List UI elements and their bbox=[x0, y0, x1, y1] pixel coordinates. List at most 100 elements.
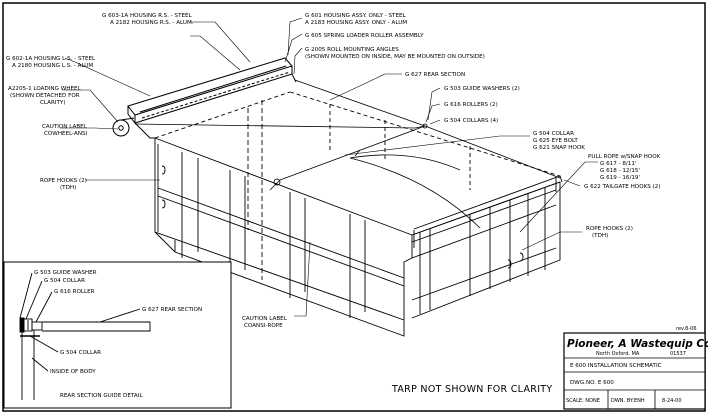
svg-text:G 605 SPRING LOADER ROLLER ASS: G 605 SPRING LOADER ROLLER ASSEMBLY bbox=[305, 33, 424, 39]
company-location: North Oxford, MA bbox=[596, 351, 640, 357]
svg-text:G 504 COLLAR: G 504 COLLAR bbox=[44, 278, 85, 284]
label-housing-rs-line1: G 603-1A HOUSING R.S. - STEEL bbox=[102, 13, 193, 19]
label-roll-angles-line1: G 2005 ROLL MOUNTING ANGLES bbox=[305, 47, 399, 53]
label-rollers: G 616 ROLLERS (2) bbox=[444, 102, 498, 108]
leader-lines bbox=[60, 17, 598, 317]
label-housing-ls-line1: G 602-1A HOUSING L.S. - STEEL bbox=[6, 56, 96, 62]
detail-rear-section: G 627 REAR SECTION bbox=[142, 307, 202, 313]
svg-text:G 504 COLLAR: G 504 COLLAR bbox=[533, 131, 574, 137]
svg-text:G 503 GUIDE WASHER: G 503 GUIDE WASHER bbox=[34, 270, 97, 276]
svg-text:PULL ROPE w/SNAP HOOK: PULL ROPE w/SNAP HOOK bbox=[588, 154, 661, 160]
drawing-date: 8-24-00 bbox=[662, 398, 682, 404]
label-spring-roller: G 605 SPRING LOADER ROLLER ASSEMBLY bbox=[305, 33, 424, 39]
label-pull-rope-line2: G 617 - 8/11' bbox=[600, 161, 636, 167]
svg-text:G 504 COLLAR: G 504 COLLAR bbox=[60, 350, 101, 356]
label-housing-ls-line2: A 2180 HOUSING L.S. - ALUM bbox=[12, 63, 93, 69]
svg-text:G 601 HOUSING ASSY. ONLY - STE: G 601 HOUSING ASSY. ONLY - STEEL bbox=[305, 13, 407, 19]
svg-text:Pioneer, A Wastequip Co.: Pioneer, A Wastequip Co. bbox=[567, 338, 708, 350]
dump-body bbox=[154, 91, 563, 337]
title-block: Pioneer, A Wastequip Co. North Oxford, M… bbox=[563, 332, 708, 410]
svg-text:G 627 REAR SECTION: G 627 REAR SECTION bbox=[405, 72, 465, 78]
label-revision: rev.8-06 bbox=[676, 326, 697, 332]
drawing-number: DWG.NO. E 600 bbox=[570, 380, 614, 386]
label-rope-hooks-right-line1: ROPE HOOKS (2) bbox=[586, 226, 633, 232]
label-pull-rope-line1: PULL ROPE w/SNAP HOOK bbox=[588, 154, 661, 160]
svg-text:ROPE HOOKS (2): ROPE HOOKS (2) bbox=[586, 226, 633, 232]
svg-text:TARP NOT SHOWN FOR CLARITY: TARP NOT SHOWN FOR CLARITY bbox=[391, 384, 553, 395]
svg-text:A 2180 HOUSING L.S. - ALUM: A 2180 HOUSING L.S. - ALUM bbox=[12, 63, 93, 69]
svg-text:G 2005 ROLL MOUNTING ANGLES: G 2005 ROLL MOUNTING ANGLES bbox=[305, 47, 399, 53]
svg-text:CAUTION LABEL: CAUTION LABEL bbox=[242, 316, 288, 322]
svg-text:G 625 EYE BOLT: G 625 EYE BOLT bbox=[533, 138, 578, 144]
detail-title: REAR SECTION GUIDE DETAIL bbox=[60, 393, 143, 399]
label-pull-rope-line3: G 618 - 12/15' bbox=[600, 168, 640, 174]
label-caution-cowheel-line1: CAUTION LABEL bbox=[42, 124, 88, 130]
detail-inside-body: INSIDE OF BODY bbox=[50, 369, 96, 375]
svg-text:G 603-1A HOUSING R.S. - STEEL: G 603-1A HOUSING R.S. - STEEL bbox=[102, 13, 193, 19]
label-housing-assy-line1: G 601 HOUSING ASSY. ONLY - STEEL bbox=[305, 13, 407, 19]
label-collar: G 504 COLLAR bbox=[533, 131, 574, 137]
svg-text:G 616 ROLLER: G 616 ROLLER bbox=[54, 289, 95, 295]
svg-text:A 2182 HOUSING R.S. - ALUM.: A 2182 HOUSING R.S. - ALUM. bbox=[110, 20, 194, 26]
svg-text:REAR SECTION GUIDE DETAIL: REAR SECTION GUIDE DETAIL bbox=[60, 393, 143, 399]
detail-roller: G 616 ROLLER bbox=[54, 289, 95, 295]
detail-guide-washer: G 503 GUIDE WASHER bbox=[34, 270, 97, 276]
svg-text:G 616 ROLLERS (2): G 616 ROLLERS (2) bbox=[444, 102, 498, 108]
svg-text:(SHOWN DETACHED FOR: (SHOWN DETACHED FOR bbox=[10, 93, 80, 99]
svg-text:(TDH): (TDH) bbox=[60, 185, 76, 191]
company-zip: 01537 bbox=[670, 351, 686, 357]
label-guide-washers: G 503 GUIDE WASHERS (2) bbox=[444, 86, 520, 92]
tarp-note: TARP NOT SHOWN FOR CLARITY bbox=[391, 384, 553, 395]
svg-text:ROPE HOOKS (2): ROPE HOOKS (2) bbox=[40, 178, 87, 184]
svg-text:INSIDE OF BODY: INSIDE OF BODY bbox=[50, 369, 96, 375]
label-rope-hooks-left-line1: ROPE HOOKS (2) bbox=[40, 178, 87, 184]
svg-text:01537: 01537 bbox=[670, 351, 686, 357]
label-housing-assy-line2: A 2183 HOUSING ASSY. ONLY - ALUM bbox=[305, 20, 407, 26]
svg-text:COANSI-ROPE: COANSI-ROPE bbox=[244, 323, 283, 329]
svg-text:A 2183 HOUSING ASSY. ONLY - AL: A 2183 HOUSING ASSY. ONLY - ALUM bbox=[305, 20, 407, 26]
label-pull-rope-line4: G 619 - 16/19' bbox=[600, 175, 640, 181]
drawing-scale: SCALE: NONE bbox=[566, 398, 600, 404]
rear-section-guide-detail: G 503 GUIDE WASHER G 504 COLLAR G 616 RO… bbox=[3, 261, 232, 409]
svg-text:G 618 - 12/15': G 618 - 12/15' bbox=[600, 168, 640, 174]
svg-text:G 627 REAR SECTION: G 627 REAR SECTION bbox=[142, 307, 202, 313]
svg-text:CLARITY): CLARITY) bbox=[40, 100, 66, 106]
label-tailgate-hooks: G 622 TAILGATE HOOKS (2) bbox=[584, 184, 661, 190]
svg-text:A2205-1 LOADING WHEEL: A2205-1 LOADING WHEEL bbox=[8, 86, 82, 92]
svg-text:North Oxford, MA: North Oxford, MA bbox=[596, 351, 640, 357]
svg-text:G 621 SNAP HOOK: G 621 SNAP HOOK bbox=[533, 145, 585, 151]
svg-text:G 622 TAILGATE HOOKS (2): G 622 TAILGATE HOOKS (2) bbox=[584, 184, 661, 190]
company-name: Pioneer, A Wastequip Co. bbox=[567, 338, 708, 350]
label-rope-hooks-right-line2: (TDH) bbox=[592, 233, 608, 239]
svg-text:SCALE: NONE: SCALE: NONE bbox=[566, 398, 600, 404]
svg-text:COWHEEL-ANSI: COWHEEL-ANSI bbox=[44, 131, 88, 137]
label-caution-coansi-line1: CAUTION LABEL bbox=[242, 316, 288, 322]
label-collars: G 504 COLLARS (4) bbox=[444, 118, 498, 124]
label-loading-wheel-line2: (SHOWN DETACHED FOR bbox=[10, 93, 80, 99]
drawn-by: DWN. BY:ENH bbox=[611, 398, 645, 404]
svg-text:G 619 - 16/19': G 619 - 16/19' bbox=[600, 175, 640, 181]
svg-text:E 600 INSTALLATION SCHEMATIC: E 600 INSTALLATION SCHEMATIC bbox=[570, 363, 662, 369]
label-loading-wheel-line1: A2205-1 LOADING WHEEL bbox=[8, 86, 82, 92]
svg-text:G 617 - 8/11': G 617 - 8/11' bbox=[600, 161, 636, 167]
svg-text:8-24-00: 8-24-00 bbox=[662, 398, 682, 404]
svg-text:G 504 COLLARS (4): G 504 COLLARS (4) bbox=[444, 118, 498, 124]
svg-text:rev.8-06: rev.8-06 bbox=[676, 326, 697, 332]
label-rope-hooks-left-line2: (TDH) bbox=[60, 185, 76, 191]
label-caution-coansi-line2: COANSI-ROPE bbox=[244, 323, 283, 329]
rear-section-frame bbox=[134, 79, 561, 229]
callout-labels: G 603-1A HOUSING R.S. - STEEL A 2182 HOU… bbox=[6, 13, 697, 395]
svg-text:CAUTION LABEL: CAUTION LABEL bbox=[42, 124, 88, 130]
label-roll-angles-line2: (SHOWN MOUNTED ON INSIDE, MAY BE MOUNTED… bbox=[305, 54, 485, 60]
drawing-title: E 600 INSTALLATION SCHEMATIC bbox=[570, 363, 662, 369]
label-snap-hook: G 621 SNAP HOOK bbox=[533, 145, 585, 151]
label-caution-cowheel-line2: COWHEEL-ANSI bbox=[44, 131, 88, 137]
label-housing-rs-line2: A 2182 HOUSING R.S. - ALUM. bbox=[110, 20, 194, 26]
svg-text:DWG.NO. E 600: DWG.NO. E 600 bbox=[570, 380, 614, 386]
svg-text:G 602-1A HOUSING L.S. - STEEL: G 602-1A HOUSING L.S. - STEEL bbox=[6, 56, 96, 62]
svg-text:(SHOWN MOUNTED ON INSIDE, MAY: (SHOWN MOUNTED ON INSIDE, MAY BE MOUNTED… bbox=[305, 54, 485, 60]
detail-collar-bottom: G 504 COLLAR bbox=[60, 350, 101, 356]
svg-text:DWN. BY:ENH: DWN. BY:ENH bbox=[611, 398, 645, 404]
svg-text:(TDH): (TDH) bbox=[592, 233, 608, 239]
